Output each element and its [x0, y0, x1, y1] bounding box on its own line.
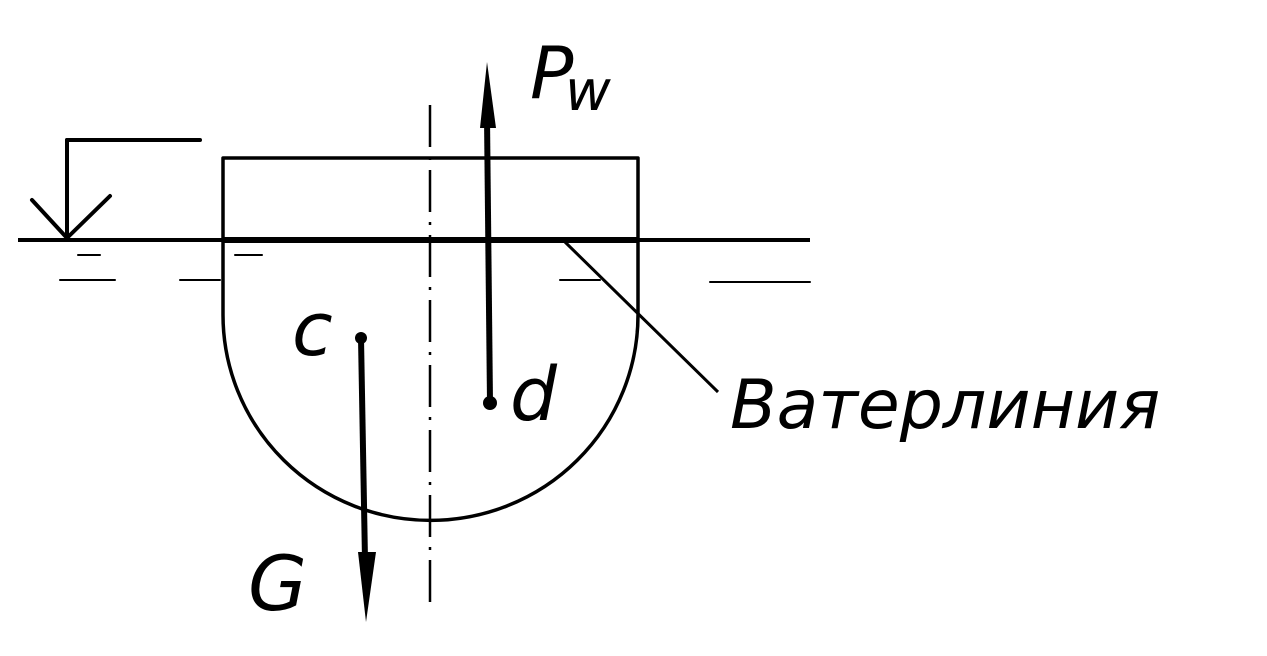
- buoyancy-force-subscript: w: [565, 59, 611, 124]
- waterline-leader-line: [563, 240, 720, 394]
- weight-force-arrowhead: [358, 552, 376, 622]
- water-level-symbol: [30, 138, 202, 240]
- center-of-buoyancy-point: [483, 396, 497, 410]
- buoyancy-force-shaft: [484, 117, 493, 404]
- center-of-buoyancy-label: d: [510, 352, 558, 438]
- waterline-label: Ватерлиния: [730, 366, 1160, 445]
- weight-force-shaft: [358, 337, 368, 561]
- buoyancy-force-label: P: [530, 31, 574, 115]
- weight-label: G: [248, 539, 307, 628]
- weight-force-arrow: [355, 332, 376, 622]
- water-dashes: [59, 254, 811, 283]
- buoyancy-force-arrowhead: [480, 62, 496, 128]
- center-of-gravity-label: c: [292, 287, 333, 373]
- center-of-gravity-point: [355, 332, 367, 344]
- water-level-v-left: [30, 198, 69, 240]
- water-level-v-right: [65, 194, 112, 240]
- floating-body-outline: [221, 156, 640, 523]
- buoyancy-force-arrow: [480, 62, 497, 410]
